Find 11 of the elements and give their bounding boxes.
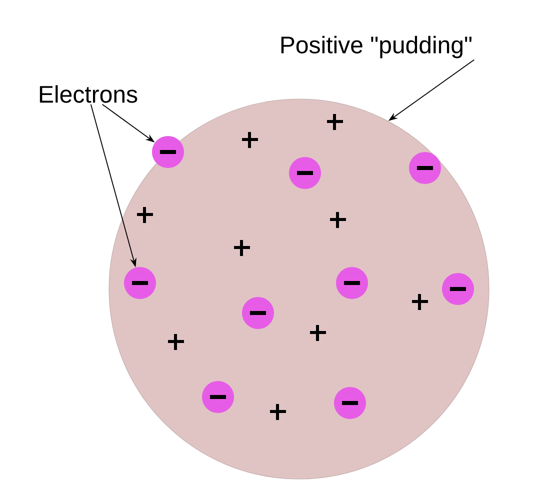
electron [124, 267, 156, 299]
label: Positive "pudding" [281, 36, 472, 58]
electron [442, 273, 474, 305]
electron [334, 387, 366, 419]
electron [242, 297, 274, 329]
electron [336, 267, 368, 299]
electron [289, 157, 321, 189]
electron [152, 136, 184, 168]
electron [409, 152, 441, 184]
electron [202, 381, 234, 413]
label: Electrons [40, 85, 138, 103]
